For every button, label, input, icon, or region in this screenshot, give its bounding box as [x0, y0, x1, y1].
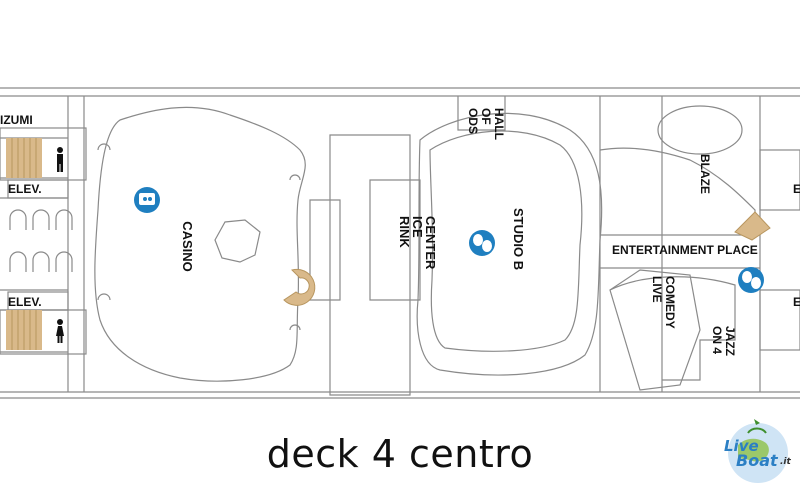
- elev-top-room: [7, 179, 69, 199]
- casino-label: CASINO: [179, 221, 195, 272]
- right-room-top: [759, 149, 800, 211]
- stairs-icon-right: [734, 211, 771, 241]
- casino-table: [214, 219, 261, 263]
- logo-line1: Live: [724, 437, 759, 455]
- izumi-label: IZUMI: [0, 113, 33, 127]
- liveboat-logo: Live Boat .it: [718, 415, 796, 487]
- casino-scallop: [97, 143, 301, 331]
- blaze-label: BLAZE: [698, 154, 712, 194]
- comedy-live-label: COMEDY LIVE: [650, 276, 677, 329]
- globe-icon: [728, 419, 788, 483]
- logo-line2: Boat: [736, 451, 778, 470]
- comedy-outline: [609, 269, 701, 391]
- blaze-oval: [657, 105, 743, 155]
- studio-outline: [416, 112, 603, 376]
- stairs-icon-bottom-left: [6, 310, 42, 350]
- entertainment-outline: [600, 267, 760, 381]
- elev-bottom-label: ELEV.: [8, 295, 42, 309]
- right-room-bottom: [759, 289, 800, 351]
- jazz-on-4-label: JAZZ ON 4: [710, 326, 737, 356]
- casino-outline: [94, 106, 306, 382]
- edge-label-bottom: E: [793, 295, 800, 309]
- restroom-men-icon: [57, 147, 63, 172]
- hull-outline: [0, 87, 800, 399]
- edge-label-top: E: [793, 182, 800, 196]
- stairs-icon-top-left: [6, 138, 42, 178]
- logo-suffix: .it: [780, 457, 791, 467]
- seat-row-top: [9, 209, 73, 230]
- blaze-outline: [599, 147, 756, 236]
- hall-box: [457, 96, 506, 131]
- casino-icon: [134, 187, 160, 213]
- studio-b-label: STUDIO B: [511, 208, 526, 271]
- seat-row-bottom: [9, 251, 73, 272]
- studio-inner: [429, 130, 583, 352]
- entertainment-place-label: ENTERTAINMENT PLACE: [612, 243, 758, 257]
- spiral-stairs-icon: [283, 268, 316, 306]
- hall-of-fame-label: HALL OF ODS: [466, 108, 506, 140]
- theater-masks-icon: [469, 230, 495, 256]
- lower-left-room: [0, 309, 87, 355]
- restroom-women-icon: [56, 319, 64, 343]
- theater-masks-icon-right: [738, 267, 764, 293]
- elev-top-label: ELEV.: [8, 182, 42, 196]
- center-ice-rink-label: CENTER ICE RINK: [397, 216, 438, 270]
- deck-caption: deck 4 centro: [266, 432, 534, 476]
- center-block: [309, 134, 421, 396]
